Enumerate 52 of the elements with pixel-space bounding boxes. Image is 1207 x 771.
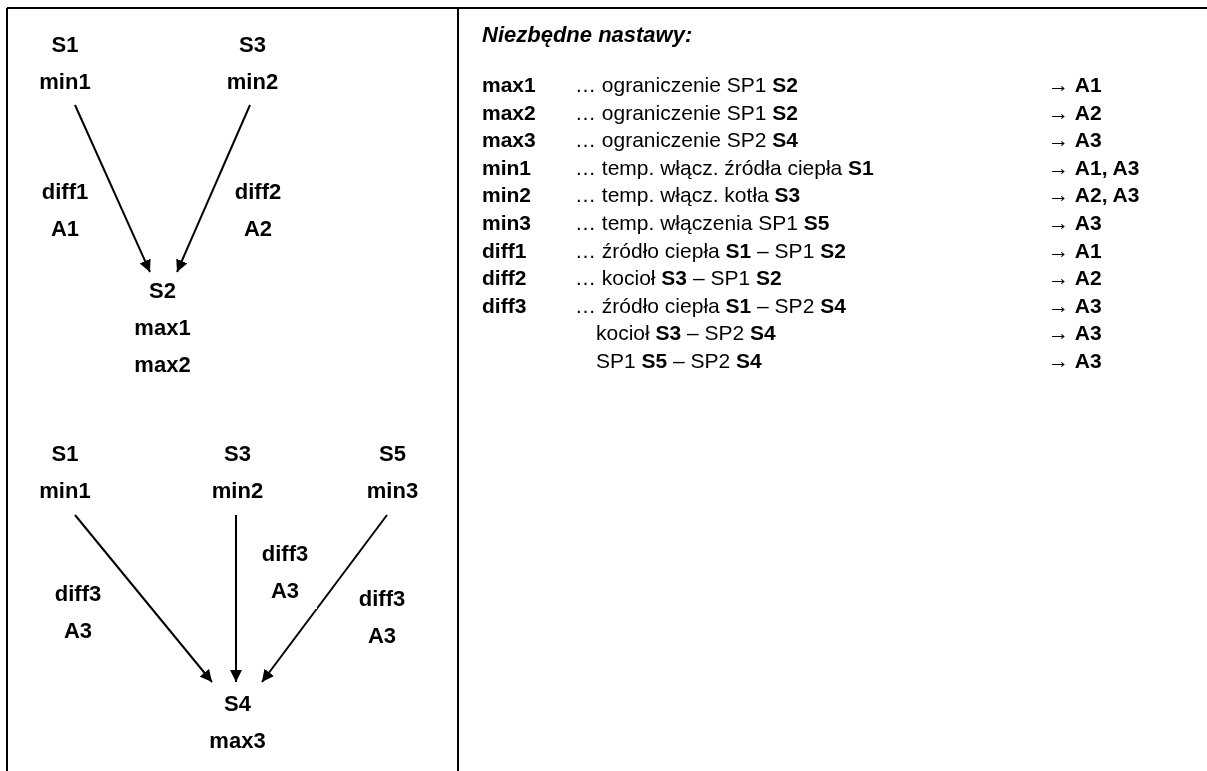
arrow xyxy=(261,514,388,683)
sensor-label: min2 xyxy=(226,67,279,96)
sensor-label: max1 xyxy=(134,314,191,342)
sensor-label: max3 xyxy=(209,727,266,755)
setting-description: … źródło ciepła S1 – SP1 S2 xyxy=(575,238,846,263)
output-target: → A1 xyxy=(1048,238,1102,263)
arrow xyxy=(230,514,242,683)
sensor-label: min2 xyxy=(211,476,264,505)
setting-description: … temp. włącz. źródła ciepła S1 xyxy=(575,155,874,180)
sensor-label: min1 xyxy=(39,67,91,96)
arrow xyxy=(74,104,151,273)
output-target: → A1 xyxy=(1048,73,1102,97)
setting-description: SP1 S5 – SP2 S4 xyxy=(596,349,762,373)
sensor-label: S1 xyxy=(51,439,79,468)
sensor-label: max2 xyxy=(134,351,191,379)
output-target: → A3 xyxy=(1048,211,1102,235)
setting-description: … temp. włączenia SP1 S5 xyxy=(575,211,830,235)
setting-description: … ograniczenie SP2 S4 xyxy=(575,128,798,153)
setting-name: max1 xyxy=(482,73,536,97)
sensor-label: S2 xyxy=(149,277,176,305)
setting-description: kocioł S3 – SP2 S4 xyxy=(596,321,776,346)
sensor-label: S5 xyxy=(379,439,406,468)
output-target: → A2, A3 xyxy=(1048,183,1140,208)
setting-name: max2 xyxy=(482,100,536,125)
sensor-label: S4 xyxy=(224,690,251,718)
sensor-label: min3 xyxy=(366,476,419,505)
arrow xyxy=(74,514,213,683)
setting-description: … ograniczenie SP1 S2 xyxy=(575,73,798,97)
sensor-label: min1 xyxy=(39,476,91,505)
output-target: → A3 xyxy=(1048,349,1102,373)
setting-description: … źródło ciepła S1 – SP2 S4 xyxy=(575,293,846,318)
setting-name: min1 xyxy=(482,155,531,180)
output-target: → A3 xyxy=(1048,321,1102,346)
setting-name: diff3 xyxy=(482,293,527,318)
setting-description: … temp. włącz. kotła S3 xyxy=(575,183,801,208)
output-target: → A1, A3 xyxy=(1048,155,1140,180)
arrow xyxy=(176,104,251,273)
setting-description: … ograniczenie SP1 S2 xyxy=(575,100,798,125)
sensor-label: S3 xyxy=(239,30,266,59)
setting-name: diff1 xyxy=(482,238,527,263)
output-target: → A3 xyxy=(1048,128,1102,153)
setting-description: … kocioł S3 – SP1 S2 xyxy=(575,266,782,291)
sensor-label: S3 xyxy=(224,439,251,468)
heading: Niezbędne nastawy: xyxy=(482,22,693,48)
setting-name: max3 xyxy=(482,128,536,153)
setting-name: diff2 xyxy=(482,266,527,291)
output-target: → A2 xyxy=(1048,100,1102,125)
output-target: → A3 xyxy=(1048,293,1102,318)
setting-name: min2 xyxy=(482,183,531,208)
setting-name: min3 xyxy=(482,211,531,235)
sensor-label: S1 xyxy=(51,30,79,59)
output-target: → A2 xyxy=(1048,266,1102,291)
